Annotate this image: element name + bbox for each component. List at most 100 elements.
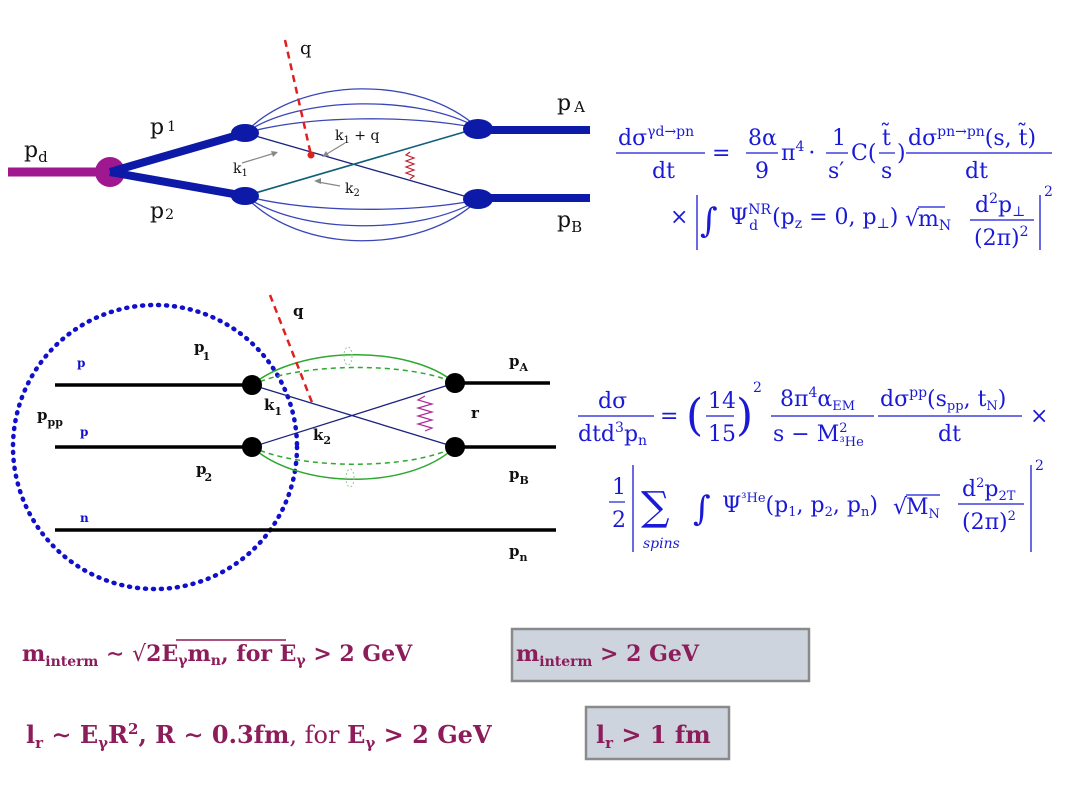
- eq1-abs-sup: 2: [1044, 184, 1053, 200]
- eq1-mN: mN: [918, 207, 951, 234]
- eq1-f1-num: 8α: [748, 126, 777, 151]
- eq2-lhs-num: dσ: [598, 389, 627, 414]
- k2-line-2: [251, 382, 456, 448]
- spring-r: [415, 395, 435, 432]
- highlight-box-1: [510, 627, 811, 683]
- gluon-envelope-top-inner: [244, 103, 479, 134]
- gluon-envelope-top-outer: [244, 88, 479, 134]
- arrow-k1q-head: [322, 151, 329, 157]
- label-pA-2: pA: [509, 352, 529, 374]
- line2-formula: lr ∼ EγR2, R ∼ 0.3fm, for Eγ > 2 GeV: [26, 720, 492, 752]
- eq1-times: ×: [670, 205, 688, 230]
- eq2-abs-sup: 2: [1035, 458, 1044, 474]
- label-p-top: p: [77, 356, 85, 370]
- label-q: q: [300, 38, 312, 59]
- eq1-lhs-den: dt: [652, 159, 675, 184]
- vertex-top-right: [445, 373, 465, 393]
- eq1-f2-num: 1: [832, 126, 846, 151]
- label-q-2: q: [293, 302, 304, 320]
- label-p2: p2: [150, 199, 174, 224]
- vertex-top-left: [242, 375, 262, 395]
- label-p-mid: p: [80, 425, 88, 439]
- vertex-pA: [463, 119, 493, 139]
- eq2-lhs-den: dtd3pn: [578, 420, 647, 449]
- vertex-mid-right: [445, 437, 465, 457]
- eq1-C: C(: [851, 141, 876, 166]
- rescattering-spring: [404, 151, 416, 180]
- vertex-mid-left: [242, 437, 262, 457]
- exchange-top-dashed: [251, 366, 456, 386]
- gluon-envelope-top-mid: [244, 118, 479, 134]
- gluon-envelope-bot-mid: [244, 195, 479, 210]
- eq2-psi: Ψ³He(p1, p2, pn): [722, 491, 878, 520]
- gluon-blob-bot: [345, 468, 355, 488]
- bottom-condition-line-1: minterm ∼ √2Eγmn, for Eγ > 2 GeV minterm…: [22, 627, 811, 683]
- arrow-k2-head: [314, 178, 321, 184]
- gluon-blob-top: [343, 346, 353, 366]
- k2-line: [244, 127, 479, 197]
- p1-line: [108, 129, 247, 176]
- eq2-half-den: 2: [612, 508, 626, 533]
- label-k1q: k1 + q: [335, 128, 379, 146]
- label-p2-2: p2: [196, 460, 212, 484]
- eq1-lhs-num: dσγd→pn: [618, 124, 694, 151]
- label-pB-2: pB: [509, 465, 529, 487]
- label-pn: pn: [509, 542, 528, 564]
- eq2-frac-den: 15: [708, 422, 736, 447]
- label-k1-2: k1: [264, 396, 282, 418]
- arrow-k1-head: [271, 151, 278, 157]
- bottom-condition-line-2: lr ∼ EγR2, R ∼ 0.3fm, for Eγ > 2 GeV lr …: [26, 705, 731, 761]
- label-n: n: [80, 511, 89, 525]
- gluon-envelope-bot-inner: [244, 195, 479, 227]
- k1-line-2: [251, 384, 456, 448]
- eq1-f5-den: (2π)2: [974, 224, 1029, 251]
- label-ppp: ppp: [37, 406, 63, 429]
- eq1-sqrt: √: [905, 207, 920, 232]
- eq1-f3-den: s: [881, 159, 892, 184]
- label-pB: pB: [557, 208, 582, 236]
- eq2-MN: MN: [906, 495, 940, 522]
- eq2-frac-num: 14: [708, 389, 736, 414]
- eq2-sqrt: √: [893, 495, 908, 520]
- gluon-envelope-bot-outer: [244, 195, 479, 242]
- box1-text: minterm > 2 GeV: [516, 641, 700, 670]
- arrow-k1q: [324, 142, 346, 156]
- eq2-f2-num: 8π4αEM: [780, 385, 855, 414]
- highlight-box-2: [584, 705, 731, 761]
- eq2-times: ×: [1030, 404, 1048, 429]
- eq1-C-close: ): [897, 141, 906, 166]
- label-k1: k1: [233, 161, 248, 179]
- nucleus-3he-circle: [10, 302, 300, 592]
- equation-deuteron-cross-section: dσγd→pn dt = 8α 9 π4· 1 s′ C( t̃ s ) dσp…: [616, 121, 1053, 251]
- eq2-f3-num: dσpp(spp, tN): [880, 385, 1006, 414]
- vertex-pB: [463, 189, 493, 209]
- eq2-integral: ∫: [693, 489, 711, 529]
- eq2-paren-open: (: [686, 390, 703, 441]
- eq1-equals: =: [712, 141, 730, 166]
- eq2-sum: ∑: [641, 484, 670, 530]
- exchange-bot-solid: [251, 446, 456, 480]
- label-pd: pd: [24, 138, 48, 166]
- vertex-p2: [231, 187, 259, 205]
- label-k2: k2: [345, 181, 360, 199]
- eq2-half-num: 1: [612, 475, 626, 500]
- eq1-f4-den: dt: [965, 159, 988, 184]
- label-r: r: [471, 404, 480, 422]
- eq1-pi: π4·: [781, 139, 815, 166]
- exchange-top-solid: [251, 354, 456, 386]
- p2-line: [109, 168, 246, 200]
- photon-vertex: [307, 151, 315, 159]
- eq2-frac-sup: 2: [753, 380, 762, 396]
- line1-formula: minterm ∼ √2Eγmn, for Eγ > 2 GeV: [22, 641, 413, 670]
- arrow-k1: [241, 152, 276, 164]
- eq2-f3-den: dt: [938, 422, 961, 447]
